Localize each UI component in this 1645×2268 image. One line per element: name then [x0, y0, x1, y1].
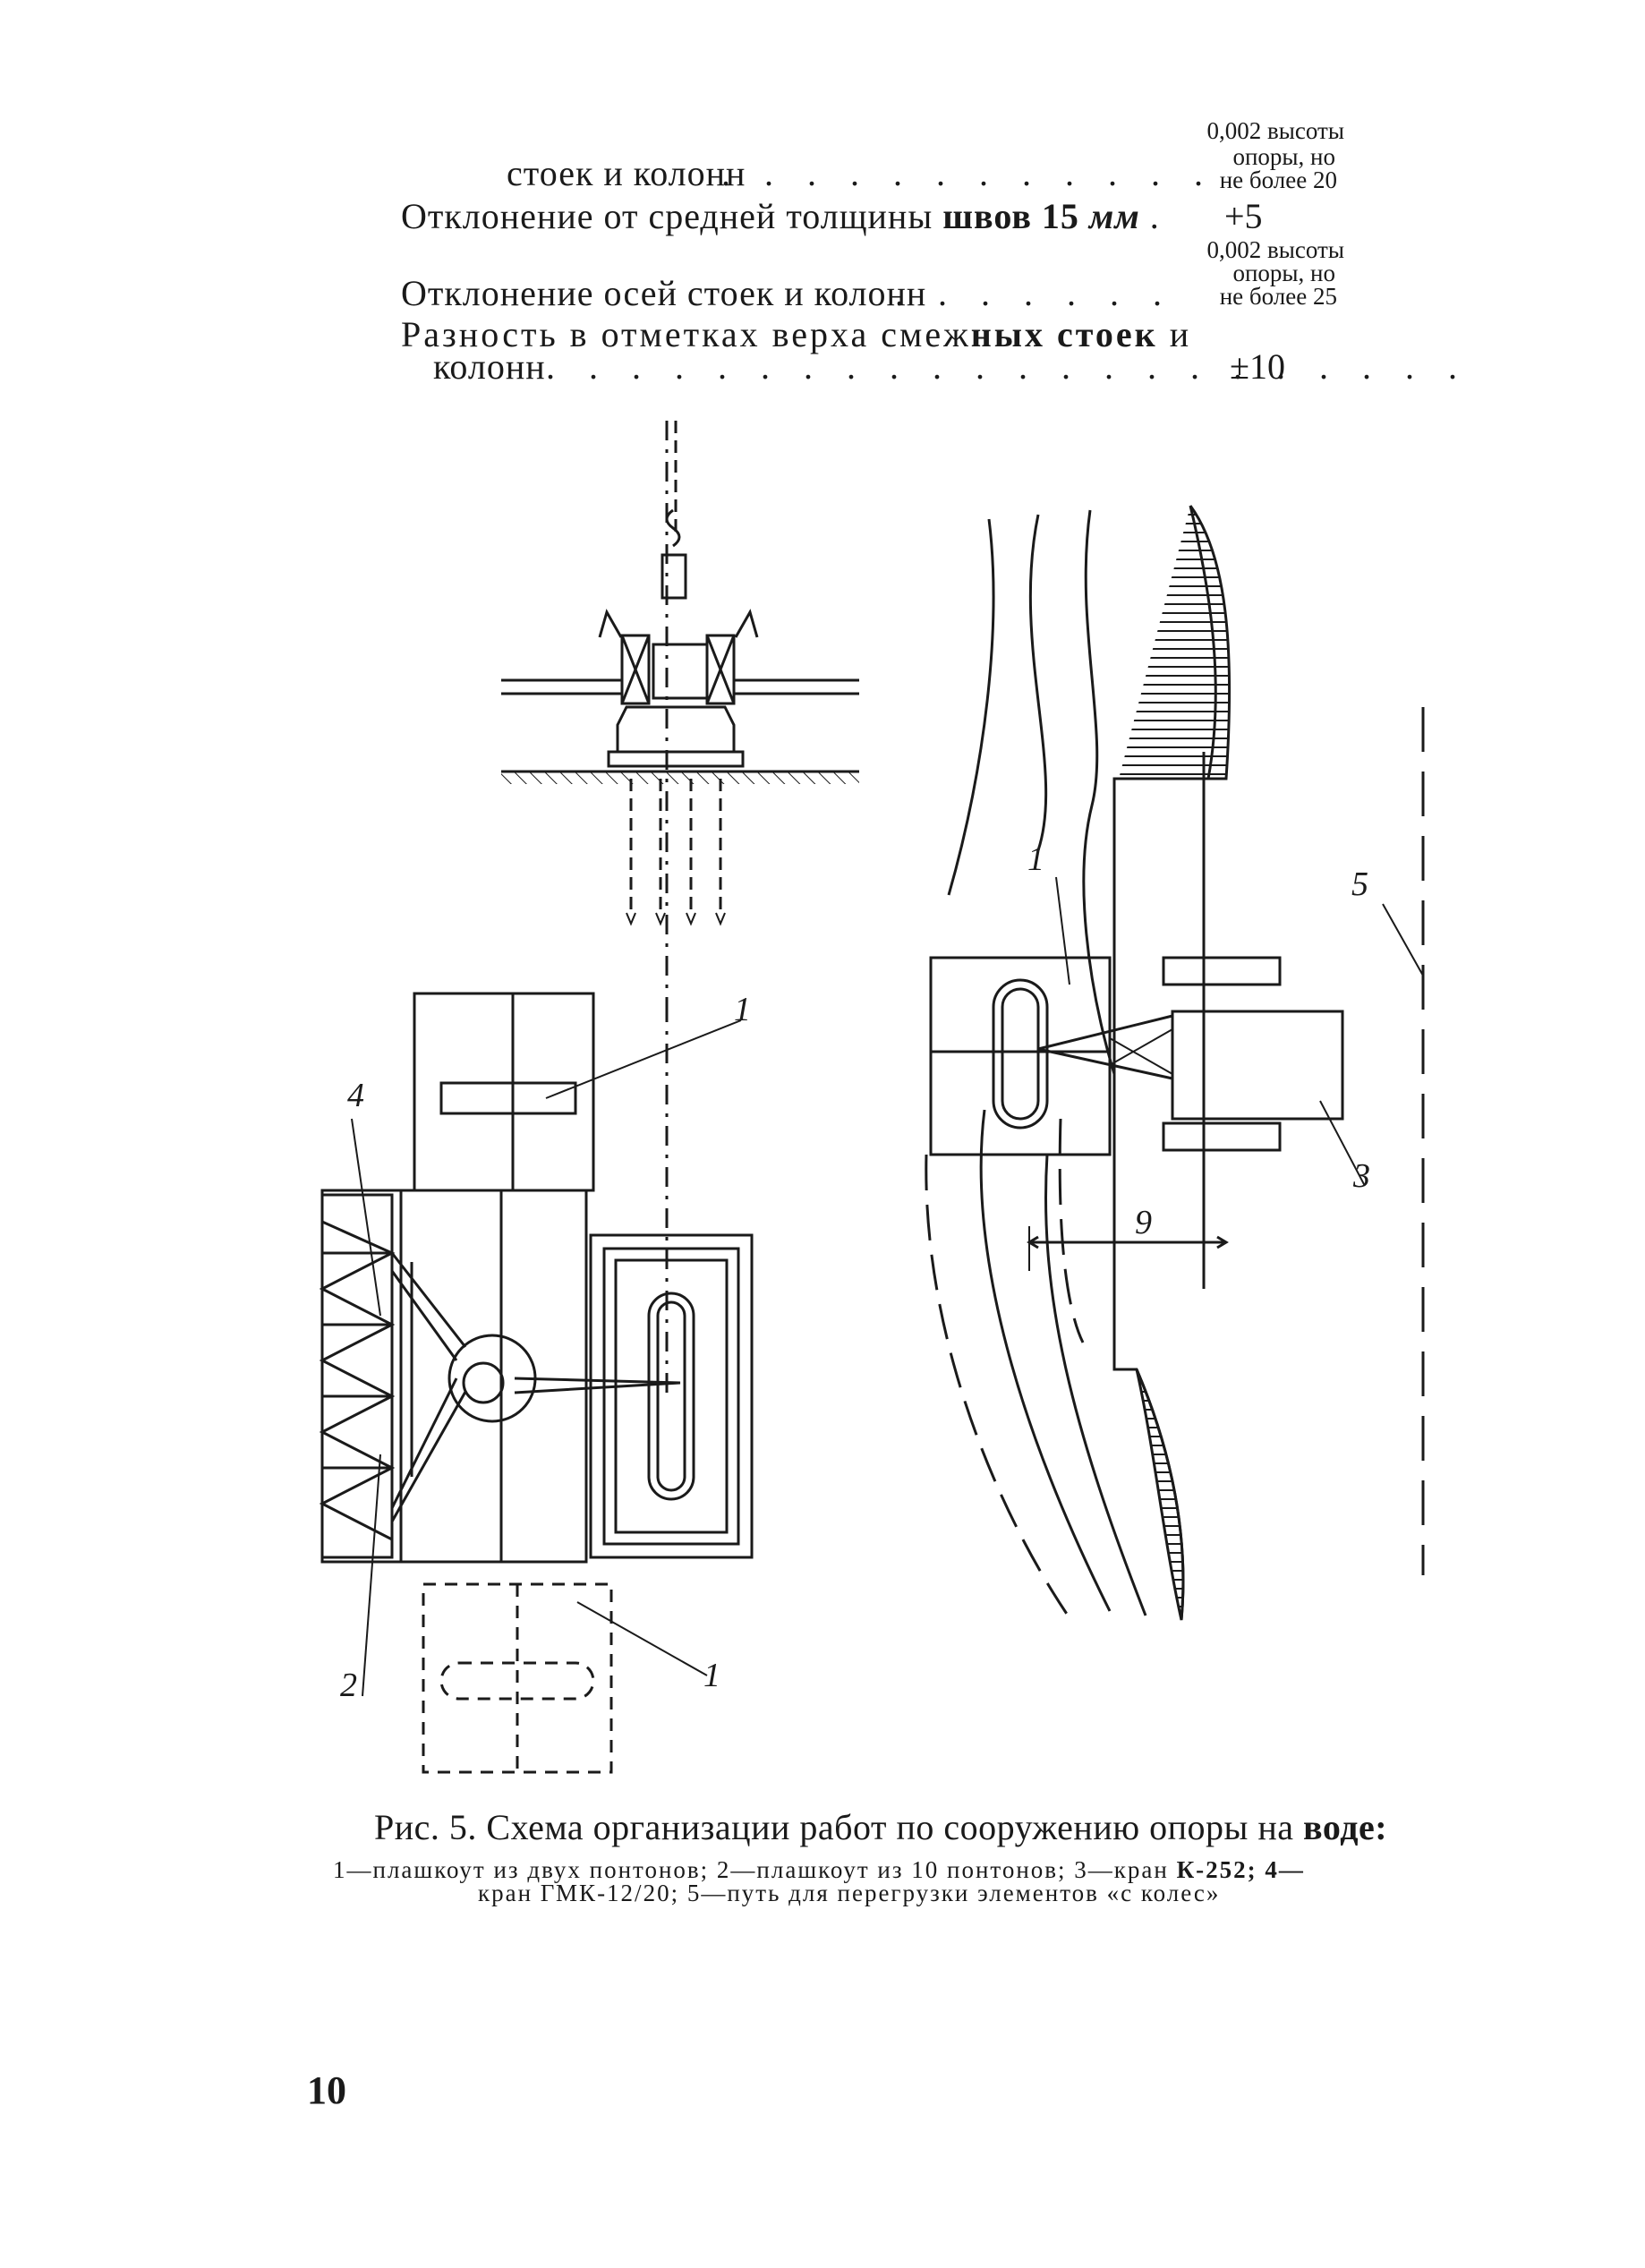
- label-track: 5: [1351, 865, 1368, 903]
- crane-k252-body: [1171, 1010, 1344, 1121]
- pontoon-two-river: [929, 956, 1112, 1156]
- crane-hook-icon: [665, 508, 681, 548]
- pier-footing: [616, 705, 736, 754]
- figure-caption-title: Рис. 5. Схема организации работ по соору…: [374, 1807, 1388, 1847]
- tolerance-1-value-line2: опоры, но: [1232, 143, 1335, 170]
- label-pontoon-ten: 2: [340, 1667, 357, 1704]
- formwork-top: [652, 643, 709, 700]
- tolerance-2-value: +5: [1224, 196, 1263, 236]
- pontoon-ten: [320, 1189, 588, 1564]
- label-pontoon-two-top: 1: [734, 991, 751, 1028]
- tolerance-3-leader: . . . . . . .: [895, 273, 1174, 313]
- page-number: 10: [307, 2068, 346, 2112]
- left-flag-icon: [598, 609, 623, 638]
- figure-caption-legend-line2: кран ГМК-12/20; 5—путь для перегрузки эл…: [478, 1880, 1221, 1906]
- tolerance-4-value: ±10: [1230, 346, 1285, 387]
- tolerance-3-value-line3: не более 25: [1219, 283, 1337, 310]
- figure-caption-legend-line1: 1—плашкоут из двух понтонов; 2—плашкоут …: [333, 1856, 1305, 1883]
- right-plan-view: [925, 505, 1425, 1625]
- piles: [629, 779, 722, 913]
- tolerance-1-value-line1: 0,002 высоты: [1206, 117, 1344, 144]
- tolerance-4-label-line1: Разность в отметках верха смежных стоек …: [401, 314, 1192, 354]
- pontoon-two-bottom: [422, 1582, 613, 1774]
- tolerance-3-value-line2: опоры, но: [1232, 260, 1335, 286]
- crane-k252-boom: [1037, 1014, 1173, 1080]
- label-crane-gmk: 4: [347, 1077, 364, 1114]
- pier-section-view: [501, 421, 859, 1002]
- tolerance-3-label: Отклонение осей стоек и колонн: [401, 273, 927, 313]
- crane-gmk-boom: [514, 1377, 681, 1394]
- right-flag-icon: [734, 609, 759, 638]
- tolerance-2-label: Отклонение от средней толщины швов 15 мм…: [401, 196, 1160, 236]
- tolerance-1-label: стоек и колонн: [507, 153, 746, 193]
- tolerance-3-value-line1: 0,002 высоты: [1206, 236, 1344, 263]
- hoisted-element: [661, 553, 687, 600]
- crane-gmk-truss: [319, 1193, 396, 1559]
- tolerance-4-label-line2: колонн: [433, 346, 546, 387]
- pontoon-two-right-outer: [589, 1233, 754, 1559]
- left-frame: [620, 634, 651, 705]
- tolerance-1-value-line3: не более 20: [1219, 166, 1337, 193]
- tolerance-1-leader: . . . . . . . . . . . .: [721, 153, 1215, 193]
- tolerance-4-leader: . . . . . . . . . . . . . . . . . . . . …: [546, 346, 1470, 387]
- label-crane-k252: 3: [1352, 1157, 1370, 1195]
- river-dashed-lines: [925, 1118, 1085, 1625]
- label-pontoon-two-bottom: 1: [703, 1657, 720, 1694]
- label-pontoon-two-river: 1: [1027, 840, 1044, 878]
- left-plan-view: [319, 992, 754, 1774]
- label-distance: 9: [1135, 1204, 1152, 1241]
